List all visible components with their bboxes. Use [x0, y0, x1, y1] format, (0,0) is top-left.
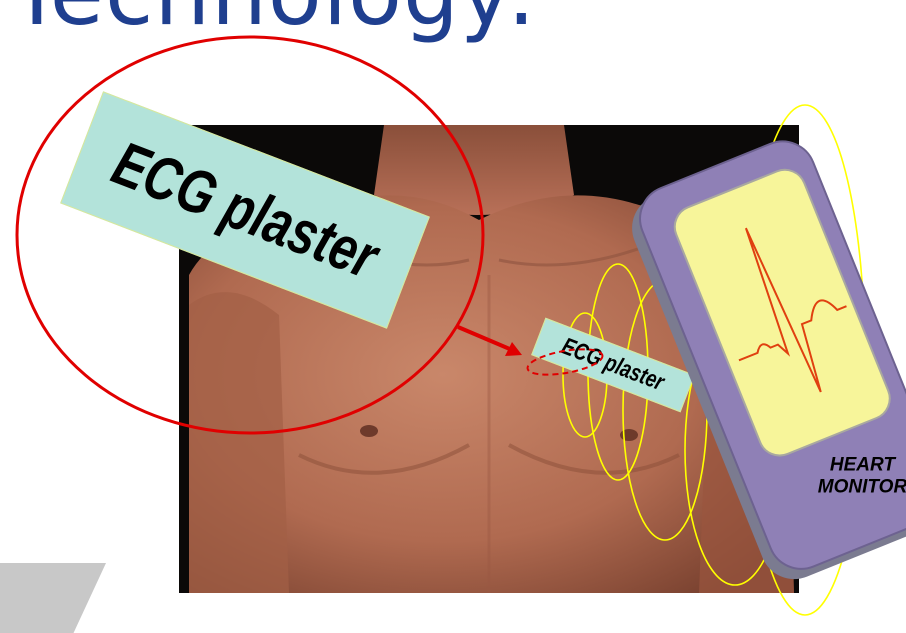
- heart-monitor-label-line2: MONITOR: [797, 477, 906, 499]
- heart-monitor-label-line1: HEART: [797, 455, 906, 477]
- heart-monitor-label: HEART MONITOR: [797, 455, 906, 499]
- decorative-gray-tab: [0, 563, 106, 633]
- slide-title: Technology:: [10, 0, 537, 45]
